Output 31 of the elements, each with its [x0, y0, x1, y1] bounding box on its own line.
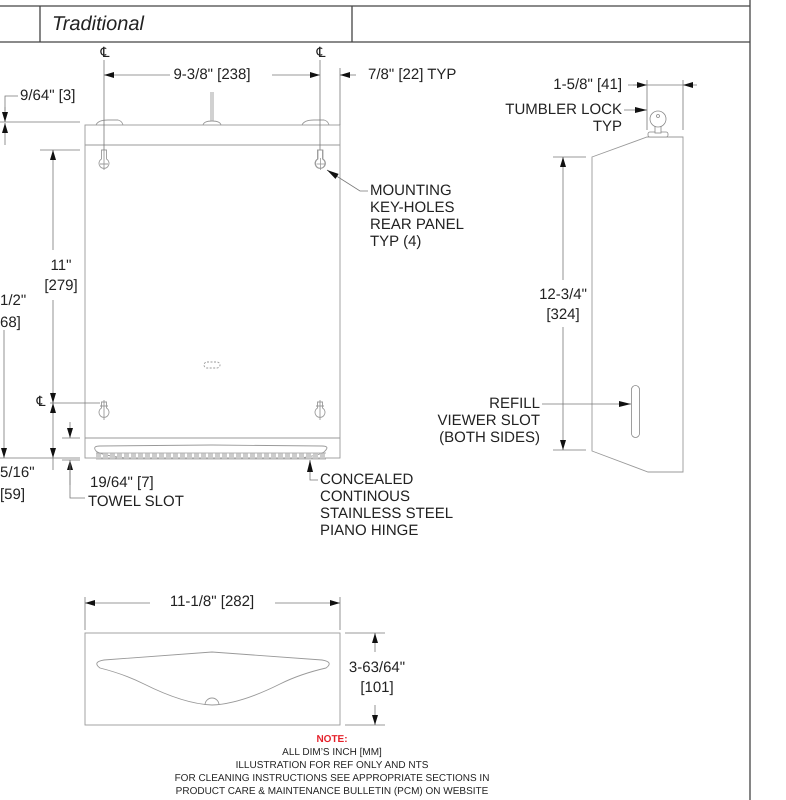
note-text: ILLUSTRATION FOR REF ONLY AND NTS — [234, 759, 430, 772]
tumbler-lock — [647, 110, 669, 138]
leader-line — [326, 170, 368, 192]
dimension-text: 5/16" [59] — [0, 463, 36, 505]
keyhole-icon — [314, 150, 327, 170]
dimension-text: 1/2" 68] — [0, 291, 28, 333]
dimension-text: 9/64" [3] — [20, 87, 76, 105]
note-text: PRODUCT CARE & MAINTENANCE BULLETIN (PCM) ON WEBSITE — [174, 785, 490, 798]
dimension-text: 3-63/64" [101] — [348, 658, 406, 698]
leader-line — [307, 460, 318, 480]
piano-hinge — [96, 452, 326, 460]
dimension-text: 19/64" [7] — [90, 474, 155, 492]
dimension-text: 12-3/4" [324] — [538, 285, 588, 325]
dimension-text: TOWEL SLOT — [88, 493, 185, 511]
table-header-text: Traditional — [52, 12, 146, 36]
note-text: FOR CLEANING INSTRUCTIONS SEE APPROPRIATE SECTIONS IN — [174, 772, 490, 785]
centerline-symbol: ℄ — [35, 394, 46, 410]
leader-line — [542, 401, 632, 407]
note-heading: NOTE: — [315, 733, 349, 746]
centerline-symbol: ℄ — [99, 45, 110, 61]
note-text: ALL DIM’S INCH [MM] — [281, 746, 383, 759]
dimension-text: 7/8" [22] TYP — [368, 66, 458, 84]
leader-line — [624, 107, 648, 113]
dimension-text: 1-5/8" [41] — [552, 76, 622, 94]
callout-text: REFILL VIEWER SLOT (BOTH SIDES) — [436, 395, 540, 446]
centerline-symbol: ℄ — [315, 45, 326, 61]
dimension-text: 11" [279] — [43, 256, 79, 296]
callout-text: MOUNTING KEY-HOLES REAR PANEL TYP (4) — [370, 182, 478, 250]
callout-text: TUMBLER LOCK TYP — [488, 101, 622, 135]
callout-text: CONCEALED CONTINOUS STAINLESS STEEL PIANO HINGE — [320, 471, 472, 539]
viewer-slot — [631, 385, 640, 438]
